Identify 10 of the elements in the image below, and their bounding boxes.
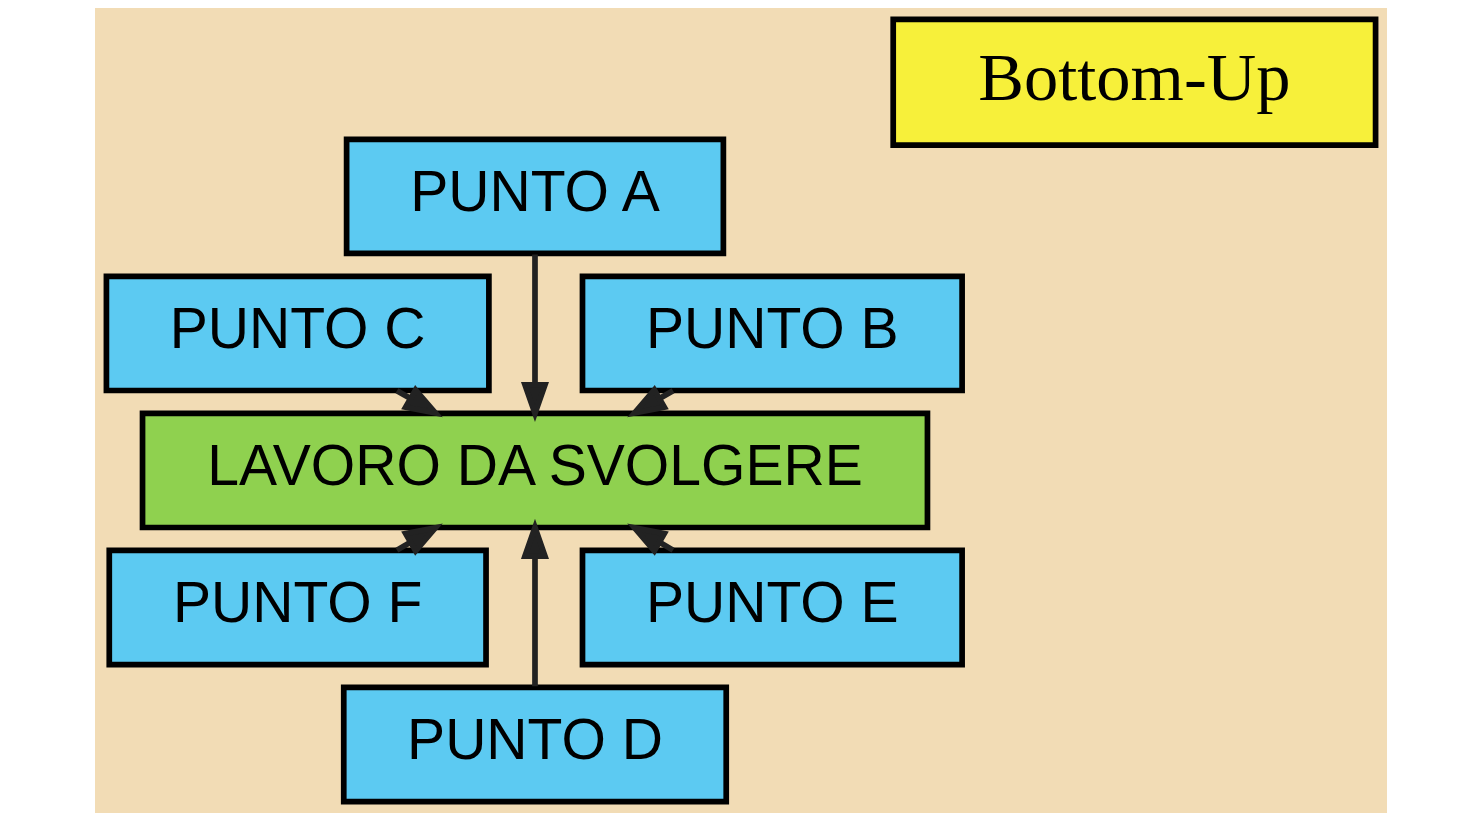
node-box: PUNTO E (579, 547, 965, 668)
arrow (520, 518, 549, 687)
node-box: PUNTO A (343, 136, 727, 257)
node-box: PUNTO B (579, 273, 965, 394)
node-box: PUNTO D (340, 684, 730, 805)
node-box: PUNTO C (103, 273, 492, 394)
arrow (520, 254, 549, 422)
node-box: LAVORO DA SVOLGERE (139, 410, 931, 531)
node-box: PUNTO F (106, 547, 489, 668)
node-box: Bottom-Up (890, 16, 1379, 148)
